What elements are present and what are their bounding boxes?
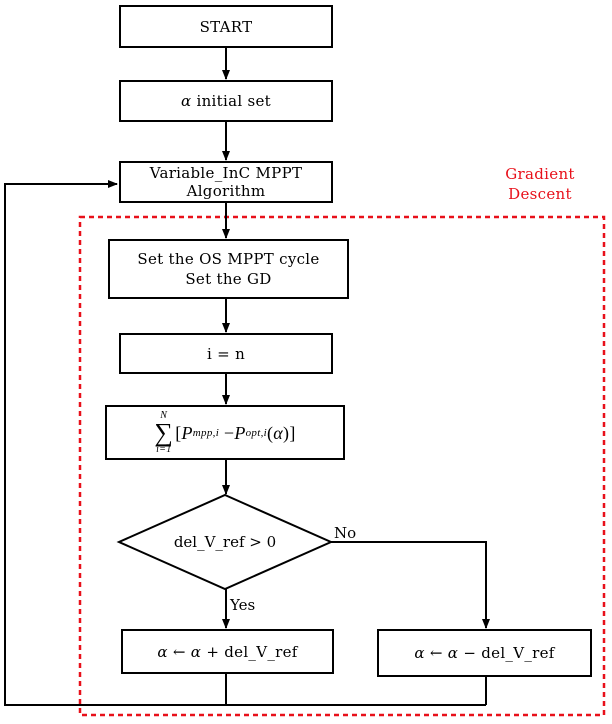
p-mpp-subscript: mpp,i — [192, 426, 220, 439]
update-plus-node: α ← α + del_V_ref — [121, 629, 334, 674]
alpha-initial-label: initial set — [196, 92, 271, 110]
set-os-line2: Set the GD — [185, 270, 272, 288]
alpha-argument: α — [273, 422, 284, 443]
no-label: No — [334, 524, 357, 542]
variable-inc-node: Variable_InC MPPT Algorithm — [119, 161, 333, 203]
variable-inc-line1: Variable_InC MPPT — [149, 164, 303, 182]
i-equals-n-label: i = n — [206, 344, 246, 363]
set-os-line1: Set the OS MPPT cycle — [137, 250, 320, 268]
update-minus-label: − del_V_ref — [463, 644, 555, 662]
gradient-descent-title-line2: Descent — [508, 185, 572, 203]
set-os-node: Set the OS MPPT cycle Set the GD — [108, 239, 349, 299]
alpha-symbol: α — [157, 642, 168, 661]
p-mpp: P — [181, 422, 193, 443]
gradient-descent-title-line1: Gradient — [505, 165, 575, 183]
alpha-symbol: α — [180, 92, 192, 110]
i-equals-n-node: i = n — [119, 333, 333, 374]
variable-inc-line2: Algorithm — [186, 182, 266, 200]
sum-upper-limit: N — [160, 409, 168, 421]
gradient-descent-title: Gradient Descent — [490, 164, 590, 204]
assign-arrow-icon: ← — [429, 644, 443, 662]
edge-feedback-loop — [4, 180, 486, 706]
assign-arrow-icon: ← — [172, 642, 186, 661]
alpha-symbol: α — [190, 642, 202, 661]
start-node: START — [119, 5, 333, 48]
sum-lower-limit: i=1 — [156, 443, 172, 455]
alpha-symbol: α — [447, 644, 459, 662]
update-minus-node: α ← α − del_V_ref — [377, 629, 592, 677]
alpha-initial-node: α initial set — [119, 80, 333, 122]
alpha-symbol: α — [414, 644, 425, 662]
yes-label: Yes — [230, 596, 256, 614]
start-label: START — [199, 17, 253, 36]
p-opt-subscript: opt,i — [245, 426, 267, 439]
gradient-descent-region — [78, 215, 606, 717]
update-plus-label: + del_V_ref — [206, 642, 298, 661]
sigma-icon: ∑ — [154, 417, 174, 447]
p-opt: P — [234, 422, 246, 443]
sigma-operator: N ∑ i=1 — [154, 409, 174, 455]
edge-no — [331, 541, 490, 629]
decision-label: del_V_ref > 0 — [173, 533, 277, 551]
